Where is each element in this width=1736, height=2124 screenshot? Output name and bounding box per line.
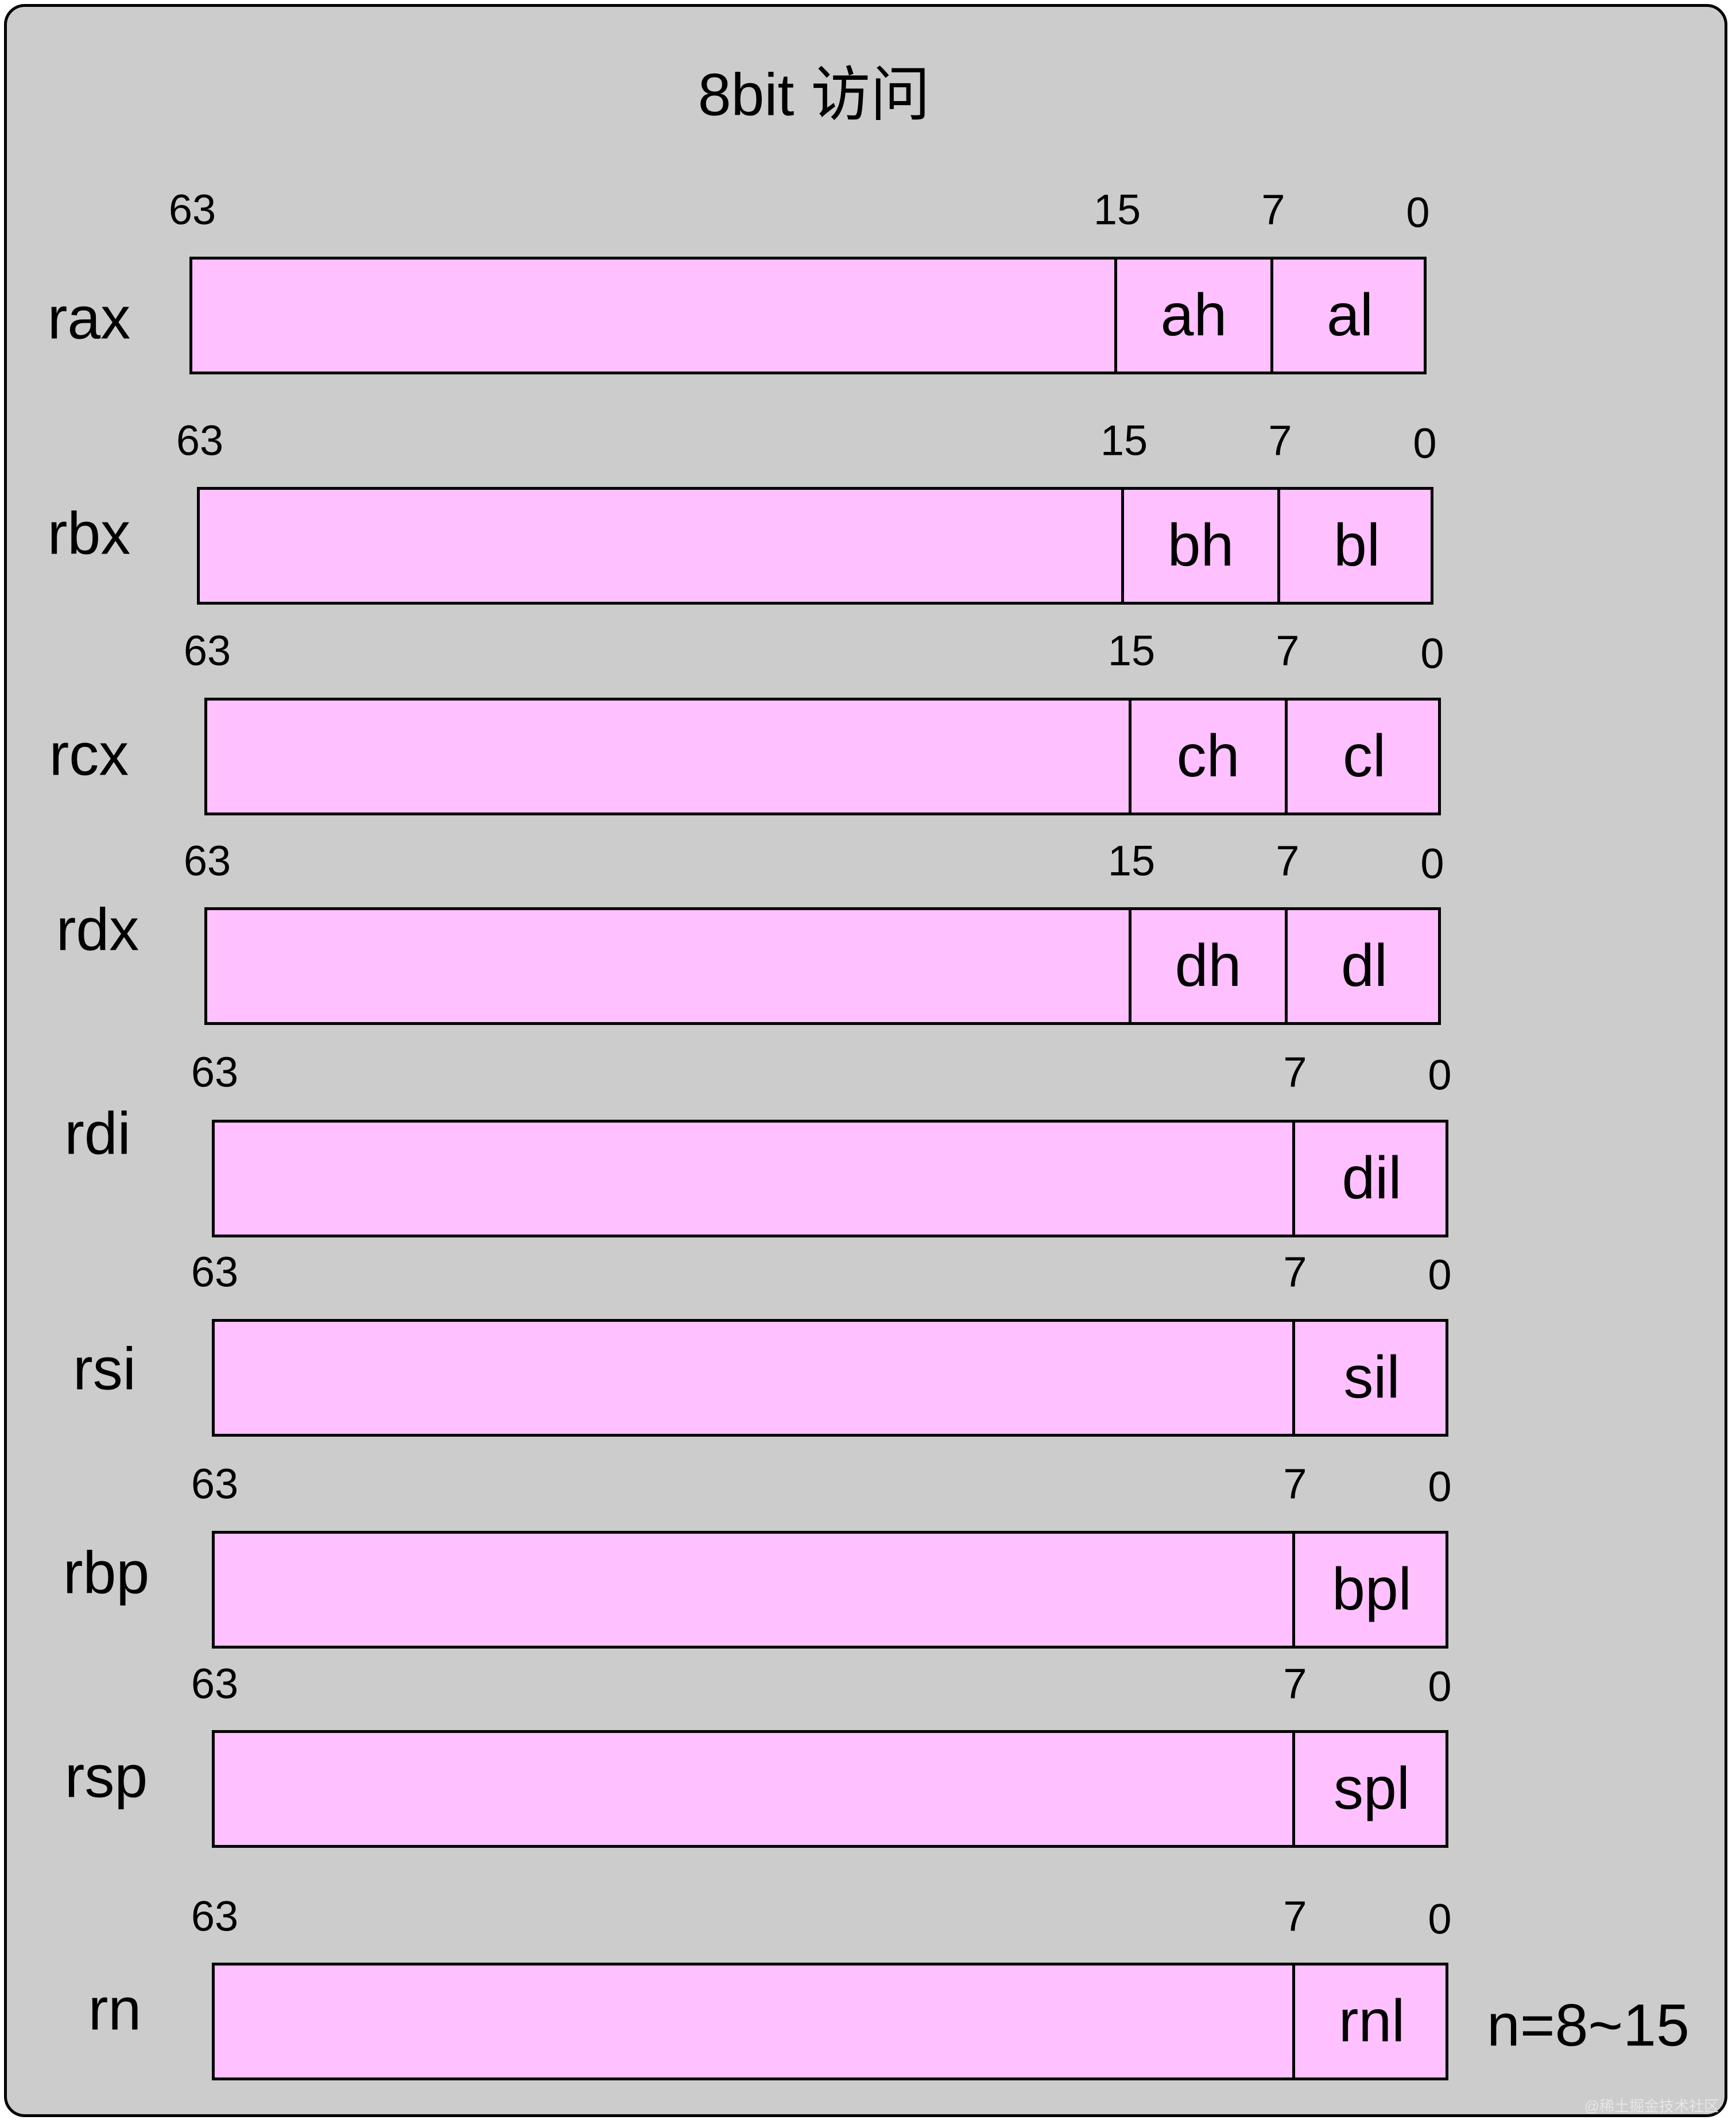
register-bar-rn: rnl [212,1963,1448,2080]
segment-sil: sil [1292,1322,1448,1434]
segment-ah: ah [1114,260,1270,372]
range-note: n=8~15 [1487,1992,1690,2059]
bit-label-0: 0 [1428,1051,1452,1099]
segment-cl: cl [1285,701,1441,813]
bit-label-7: 7 [1283,1659,1307,1708]
bit-label-63: 63 [191,1659,239,1708]
bit-label-63: 63 [191,1248,239,1296]
bit-label-63: 63 [183,626,231,675]
segment-bl: bl [1277,490,1433,602]
bit-label-0: 0 [1406,188,1430,237]
register-bar-rbp: bpl [212,1531,1448,1649]
bit-label-15: 15 [1107,837,1156,885]
register-name-rbx: rbx [47,500,131,567]
bit-label-15: 15 [1100,416,1148,465]
segment-bpl: bpl [1292,1534,1448,1646]
register-name-rn: rn [88,1976,142,2043]
bit-label-7: 7 [1283,1460,1307,1508]
bit-label-7: 7 [1268,416,1292,465]
segment-dl: dl [1285,910,1441,1022]
bit-label-0: 0 [1420,839,1444,888]
bit-label-63: 63 [191,1892,239,1940]
segment-dil: dil [1292,1123,1448,1235]
register-name-rdx: rdx [56,896,140,964]
segment-bh: bh [1121,490,1277,602]
register-name-rsi: rsi [73,1336,136,1403]
bit-label-7: 7 [1283,1892,1307,1940]
register-bar-rdi: dil [212,1120,1448,1237]
bit-label-63: 63 [191,1460,239,1508]
segment-dh: dh [1129,910,1285,1022]
register-bar-rsp: spl [212,1730,1448,1848]
segment-spl: spl [1292,1733,1448,1845]
bit-label-15: 15 [1107,626,1156,675]
bit-label-0: 0 [1428,1895,1452,1943]
segment-al: al [1270,260,1427,372]
bit-label-7: 7 [1276,837,1300,885]
register-name-rcx: rcx [49,721,129,788]
bit-label-0: 0 [1413,419,1437,467]
bit-label-0: 0 [1420,629,1444,678]
bit-label-0: 0 [1428,1251,1452,1299]
segment-ch: ch [1129,701,1285,813]
bit-label-63: 63 [168,185,216,234]
bit-label-63: 63 [191,1048,239,1096]
bit-label-63: 63 [183,837,231,885]
segment-rnl: rnl [1292,1966,1448,2077]
bit-label-15: 15 [1093,185,1141,234]
register-bar-rsi: sil [212,1319,1448,1437]
register-name-rax: rax [47,285,131,352]
register-name-rbp: rbp [63,1539,150,1607]
bit-label-7: 7 [1283,1248,1307,1296]
register-name-rdi: rdi [64,1100,131,1167]
diagram-title: 8bit 访问 [698,61,931,129]
bit-label-7: 7 [1283,1048,1307,1096]
bit-label-0: 0 [1428,1662,1452,1711]
bit-label-63: 63 [176,416,224,465]
bit-label-7: 7 [1261,185,1285,234]
bit-label-7: 7 [1276,626,1300,675]
bit-label-0: 0 [1428,1463,1452,1511]
watermark: @稀土掘金技术社区 [1584,2098,1719,2115]
register-name-rsp: rsp [64,1743,148,1810]
